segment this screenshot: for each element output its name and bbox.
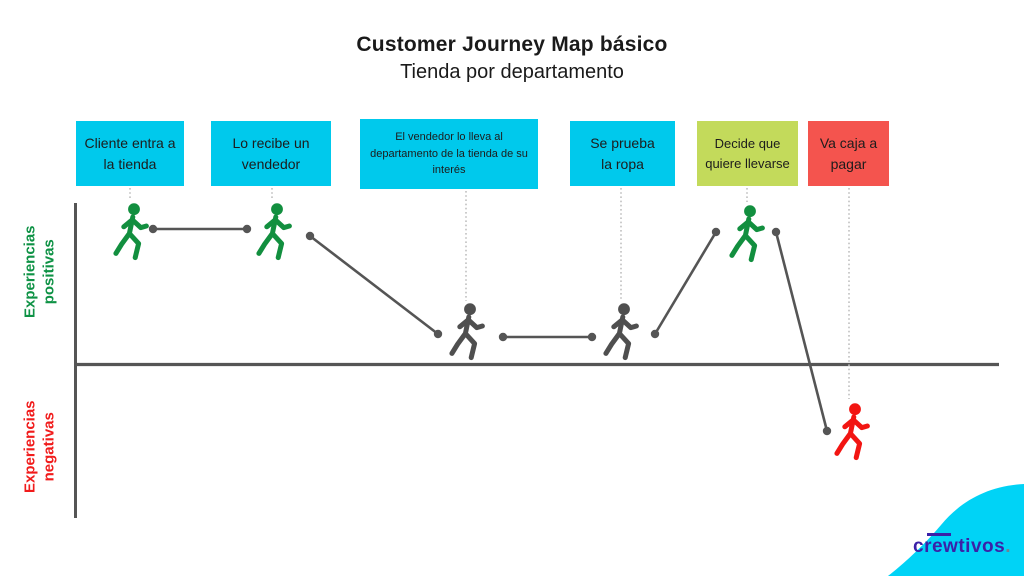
walking-person-icon [604, 303, 640, 361]
brand-logo: crewtivos. [905, 536, 1019, 558]
stage-box-va-caja: Va caja a pagar [808, 121, 889, 186]
stage-box-vendedor-lleva: El vendedor lo lleva al departamento de … [360, 119, 538, 189]
brand-logo-text: crewtivos [913, 536, 1006, 557]
walking-person-icon [114, 203, 150, 261]
walking-person-icon [257, 203, 293, 261]
stage-box-decide: Decide que quiere llevarse [697, 121, 798, 186]
connector-segment [650, 227, 721, 339]
connector-segment [148, 224, 252, 234]
brand-logo-dot: . [1005, 536, 1011, 557]
walking-person-icon [450, 303, 486, 361]
connector-segment [771, 227, 832, 436]
connector-segment [498, 332, 597, 342]
page-title: Customer Journey Map básico [356, 33, 668, 56]
connector-segment [305, 231, 443, 339]
brand-blob-shape [888, 484, 1024, 576]
blob-path [888, 484, 1024, 576]
journey-connectors [148, 224, 832, 436]
axis-lines [74, 203, 999, 518]
stage-box-cliente-entra: Cliente entra a la tienda [76, 121, 184, 186]
walking-person-icon [730, 205, 766, 263]
stage-box-se-prueba: Se prueba la ropa [570, 121, 675, 186]
walking-person-icon [835, 403, 871, 461]
logo-bar [927, 533, 951, 536]
page-subtitle: Tienda por departamento [400, 61, 624, 83]
dotted-guide-lines [129, 188, 850, 399]
stage-box-lo-recibe: Lo recibe un vendedor [211, 121, 331, 186]
